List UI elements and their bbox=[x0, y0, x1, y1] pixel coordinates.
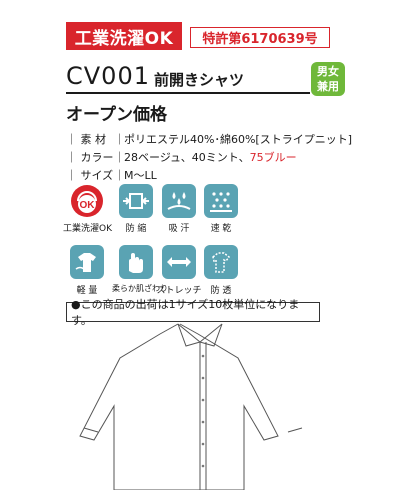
spec-label: ｜ サイズ bbox=[66, 169, 114, 182]
spec-value: M～LL bbox=[124, 169, 157, 182]
product-code: CV001 bbox=[66, 62, 150, 90]
spec-material: ｜ 素 材 ｜ ポリエステル40%･綿60%[ストライプニット] bbox=[66, 131, 352, 147]
spec-label: ｜ 素 材 bbox=[66, 133, 106, 146]
shirt-illustration bbox=[79, 323, 303, 490]
title-rule bbox=[66, 92, 310, 94]
product-name: 前開きシャツ bbox=[154, 71, 245, 89]
spec-separator: ｜ bbox=[114, 169, 125, 182]
shipping-notice: ●この商品の出荷は1サイズ10枚単位になります。 bbox=[66, 298, 320, 327]
sweat-absorb-icon bbox=[162, 184, 196, 218]
unisex-badge: 男女 兼用 bbox=[311, 62, 345, 96]
lightweight-icon bbox=[70, 245, 104, 279]
feature-label: 速 乾 bbox=[210, 224, 232, 234]
see-through-proof-icon bbox=[204, 245, 238, 279]
spec-value: 28ベージュ、40ミント、 bbox=[124, 151, 250, 164]
feature-label: 防 縮 bbox=[125, 224, 147, 234]
unisex-line-2: 兼用 bbox=[317, 80, 339, 93]
quick-dry-icon bbox=[204, 184, 238, 218]
spec-separator: ｜ bbox=[114, 151, 125, 164]
spec-value: ポリエステル40%･綿60%[ストライプニット] bbox=[124, 133, 352, 146]
ok-wash-icon: OK bbox=[70, 184, 104, 218]
feature-label: ストレッチ bbox=[156, 286, 202, 296]
soft-touch-icon bbox=[119, 245, 153, 279]
spec-size: ｜ サイズ ｜ M～LL bbox=[66, 167, 157, 183]
spec-label: ｜ カラー bbox=[66, 151, 114, 164]
feature-label: 吸 汗 bbox=[168, 224, 190, 234]
svg-text:OK: OK bbox=[80, 200, 96, 211]
feature-label: 柔らか肌ざわり bbox=[112, 284, 168, 293]
spec-separator: ｜ bbox=[114, 133, 125, 146]
feature-label: 工業洗濯OK bbox=[63, 224, 112, 234]
feature-label: 軽 量 bbox=[76, 286, 98, 296]
spec-value-accent: 75ブルー bbox=[249, 151, 297, 164]
industrial-wash-badge: 工業洗濯OK bbox=[66, 22, 182, 50]
unisex-line-1: 男女 bbox=[317, 65, 339, 78]
spec-colors: ｜ カラー ｜ 28ベージュ、40ミント、75ブルー bbox=[66, 149, 297, 165]
price-note: オープン価格 bbox=[66, 105, 167, 125]
shrink-proof-icon bbox=[119, 184, 153, 218]
feature-label: 防 透 bbox=[210, 286, 232, 296]
stretch-icon bbox=[162, 245, 196, 279]
patent-badge: 特許第6170639号 bbox=[190, 27, 330, 48]
